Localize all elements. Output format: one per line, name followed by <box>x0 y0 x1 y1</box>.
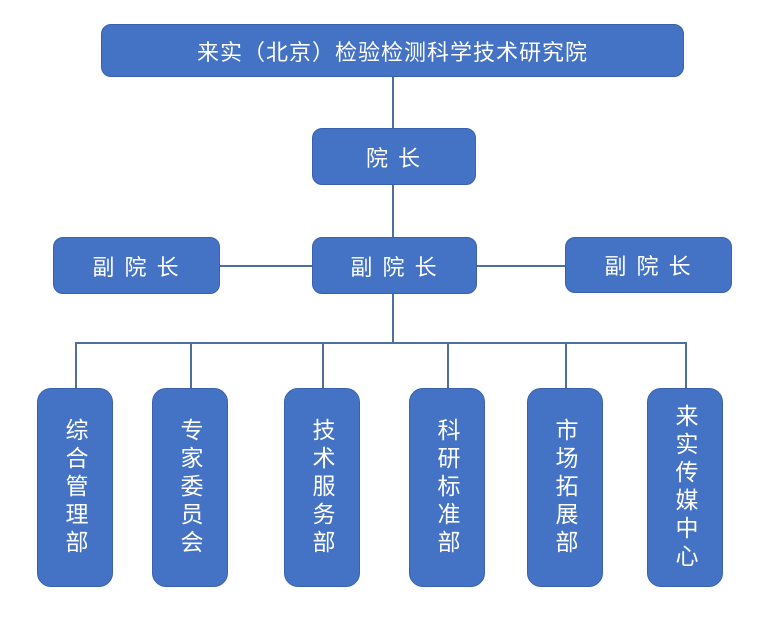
org-box-vice-dean-right: 副 院 长 <box>565 237 732 293</box>
connector-vp-left <box>220 265 312 267</box>
connector-drop-dept-5 <box>565 342 567 388</box>
org-box-dean: 院 长 <box>312 128 476 185</box>
org-box-dept-general-management: 综合管理部 <box>37 388 113 587</box>
connector-drop-dept-2 <box>190 342 192 388</box>
org-box-dept-market-expansion: 市场拓展部 <box>527 388 603 587</box>
org-box-dept-technical-service: 技术服务部 <box>284 388 360 587</box>
org-box-dept-expert-committee: 专家委员会 <box>152 388 228 587</box>
connector-drop-dept-1 <box>75 342 77 388</box>
connector-root-to-dean <box>392 77 394 128</box>
connector-drop-dept-4 <box>447 342 449 388</box>
connector-dean-to-vp <box>392 185 394 237</box>
connector-drop-dept-6 <box>685 342 687 388</box>
connector-vp-right <box>477 265 565 267</box>
connector-dept-rail <box>75 342 686 344</box>
connector-vp-to-rail <box>392 293 394 343</box>
org-box-dept-research-standards: 科研标准部 <box>409 388 485 587</box>
org-box-vice-dean-center: 副 院 长 <box>312 237 477 294</box>
org-box-dept-media-center: 来实传媒中心 <box>647 388 723 587</box>
org-box-institute: 来实（北京）检验检测科学技术研究院 <box>101 24 684 77</box>
org-box-vice-dean-left: 副 院 长 <box>53 237 220 294</box>
connector-drop-dept-3 <box>322 342 324 388</box>
